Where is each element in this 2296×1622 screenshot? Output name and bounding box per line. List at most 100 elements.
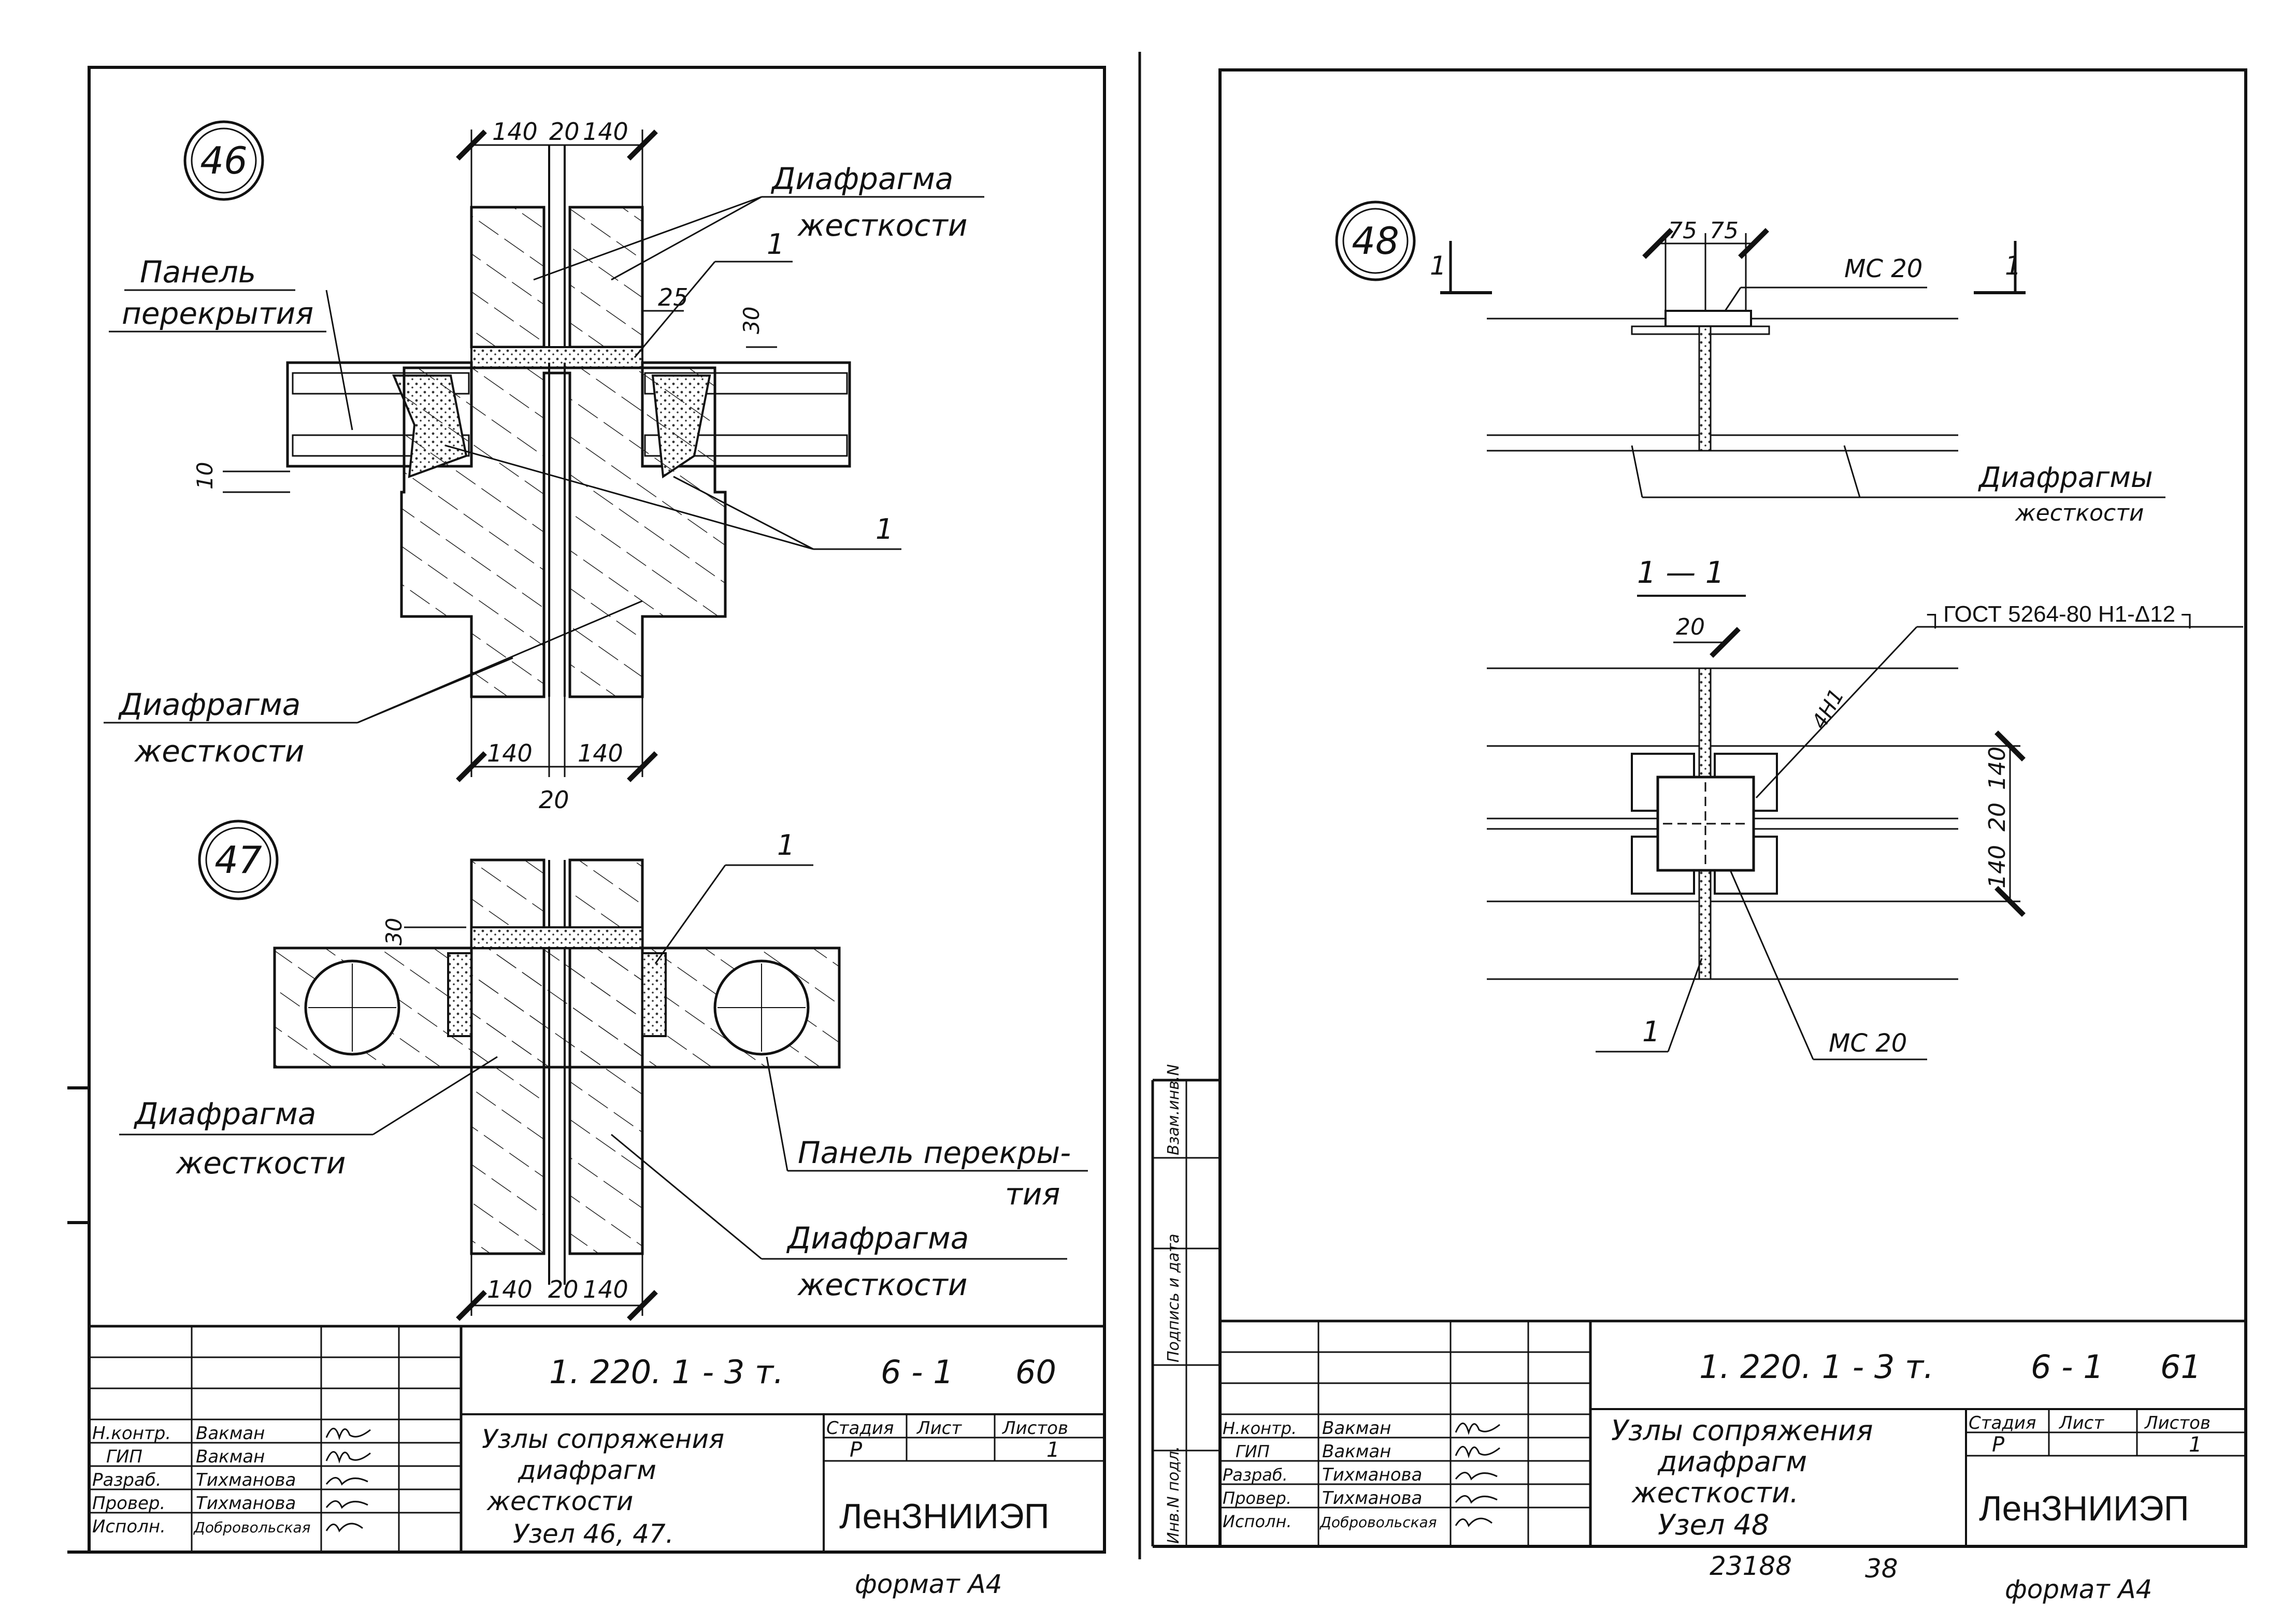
left-name-3: Тихманова: [196, 1470, 296, 1490]
left-value-sheets: 1: [1046, 1438, 1059, 1462]
node-48-dim-top-left: 75: [1668, 218, 1697, 244]
node-48-section-mark-left: 1: [1430, 251, 1446, 281]
left-header-stage: Стадия: [826, 1418, 894, 1439]
left-role-5: Исполн.: [92, 1516, 166, 1537]
right-signature-4: [1455, 1495, 1498, 1504]
node-48-dim-right-mid: 20: [1984, 802, 2011, 831]
node-46-label-diaphragm-top-2: жесткости: [797, 208, 968, 243]
node-48-plate-top: [1664, 310, 1752, 327]
right-doc-issue: 6 - 1: [2031, 1348, 2104, 1386]
node-46-dim-top-left: 140: [492, 118, 538, 146]
node-47-wall-left: [470, 858, 546, 1255]
node-47-label-diaphragm-right-2: жесткости: [797, 1267, 968, 1302]
node-47-wall-right: [568, 858, 644, 1255]
node-47-label-diaphragm-left-2: жесткости: [175, 1145, 346, 1181]
right-role-4: Провер.: [1223, 1488, 1292, 1508]
stamp-replace-inv: Взам.инв.N: [1165, 1064, 1183, 1155]
left-signature-1: [325, 1428, 371, 1441]
right-header-stage: Стадия: [1969, 1413, 2036, 1433]
left-signature-3: [325, 1477, 368, 1486]
left-doc-issue: 6 - 1: [881, 1353, 954, 1391]
node-48-marker: [1335, 200, 1416, 281]
node-48-joint-plan: [1698, 325, 1712, 452]
right-signature-3: [1455, 1472, 1498, 1481]
node-47-dim-right: 140: [583, 1275, 628, 1303]
node-47-callout-1: 1: [777, 829, 795, 862]
right-value-stage: Р: [1992, 1433, 2005, 1457]
node-48-dim-top-right: 75: [1710, 218, 1739, 244]
node-47-label-diaphragm-left-1: Диафрагма: [133, 1096, 316, 1131]
right-role-5: Исполн.: [1223, 1512, 1292, 1531]
node-46-dim-bottom-right: 140: [578, 739, 623, 767]
right-title-line-4: Узел 48: [1658, 1509, 1769, 1541]
right-doc-code: 1. 220. 1 - 3 т.: [1699, 1348, 1934, 1386]
archive-page: 38: [1865, 1554, 1898, 1584]
right-header-sheet: Лист: [2058, 1413, 2104, 1433]
node-48-section-mark-right: 1: [2005, 251, 2021, 281]
left-header-sheet: Лист: [916, 1418, 962, 1439]
right-sheet: Инв.N подл. Подпись и дата Взам.инв.N 48…: [1151, 68, 2247, 1604]
right-title-line-3: жесткости.: [1631, 1476, 1799, 1509]
node-46-label-diaphragm-bottom-2: жесткости: [134, 734, 305, 769]
node-47-marker: [198, 820, 279, 900]
node-46-wall-lower: [400, 366, 727, 698]
left-name-1: Вакман: [196, 1423, 265, 1444]
left-value-stage: Р: [850, 1438, 863, 1462]
node-46-dim-side: 10: [192, 462, 218, 490]
node-46-dim-top-mid: 20: [549, 118, 580, 146]
node-48-section-title: 1 — 1: [1637, 555, 1725, 590]
node-46-number: 46: [200, 139, 248, 182]
right-name-4: Тихманова: [1322, 1488, 1422, 1509]
left-title-line-1: Узлы сопряжения: [482, 1424, 724, 1454]
right-name-3: Тихманова: [1322, 1465, 1422, 1485]
left-role-3: Разраб.: [92, 1470, 162, 1490]
right-role-1: Н.контр.: [1223, 1418, 1297, 1438]
right-signature-1: [1455, 1423, 1500, 1436]
left-header-sheets: Листов: [1001, 1418, 1068, 1439]
node-46-wall-upper-right: [568, 206, 644, 349]
left-name-2: Вакман: [196, 1446, 265, 1467]
node-46-dim-bottom-gap: 20: [539, 786, 569, 814]
node-48-gost-label: ┐ГОСТ 5264-80 Н1-Δ12 ┐: [1927, 601, 2198, 629]
node-48-detail: 48 1 1 75 75 МС 20 Диафрагмы: [1335, 200, 2243, 1060]
node-47-key-right: [641, 952, 667, 1037]
left-title-line-3: жесткости: [486, 1486, 633, 1516]
left-sheet: 46 140 20 140: [67, 66, 1106, 1599]
node-46-detail: 46 140 20 140: [104, 118, 984, 814]
right-doc-page: 61: [2160, 1348, 2201, 1386]
node-47-number: 47: [214, 838, 262, 882]
left-title-line-2: диафрагм: [518, 1455, 656, 1485]
left-signature-5: [325, 1523, 363, 1532]
node-46-label-panel-2: перекрытия: [122, 296, 313, 331]
node-47-label-diaphragm-right-1: Диафрагма: [786, 1221, 969, 1256]
node-46-marker: [183, 120, 264, 201]
left-title-line-4: Узел 46, 47.: [513, 1519, 674, 1549]
right-org: ЛенЗНИИЭП: [1979, 1489, 2189, 1528]
stamp-inv-number: Инв.N подл.: [1165, 1446, 1183, 1544]
node-46-callout-1-top: 1: [767, 228, 784, 261]
node-47-label-panel-1: Панель перекры-: [798, 1135, 1071, 1170]
right-title-line-1: Узлы сопряжения: [1611, 1414, 1873, 1447]
node-47-label-panel-2: тия: [1005, 1176, 1060, 1212]
node-46-dim-top-right: 140: [583, 118, 628, 146]
right-signature-2: [1455, 1446, 1500, 1459]
left-title-block: Н.контр. ГИП Разраб. Провер. Исполн. Вак…: [89, 1325, 1104, 1552]
left-role-2: ГИП: [106, 1446, 142, 1467]
archive-number: 23188: [1710, 1551, 1792, 1581]
node-46-label-diaphragm-bottom-1: Диафрагма: [118, 687, 300, 722]
left-signature-2: [325, 1451, 371, 1464]
left-name-5: Добровольская: [193, 1519, 311, 1536]
node-48-number: 48: [1352, 219, 1399, 263]
right-format-label: формат А4: [2005, 1574, 2152, 1604]
node-46-wall-upper-left: [470, 206, 546, 349]
right-signature-5: [1455, 1517, 1493, 1527]
left-doc-page: 60: [1015, 1353, 1056, 1391]
node-48-dim-right-top: 140: [1984, 747, 2011, 790]
left-doc-code: 1. 220. 1 - 3 т.: [549, 1353, 784, 1391]
node-47-detail: 47 30 140 20 140 1: [119, 820, 1088, 1321]
node-46-dim-bottom-left: 140: [487, 739, 533, 767]
node-46-dim-30: 30: [739, 307, 764, 334]
node-48-label-mc20-top: МС 20: [1844, 254, 1922, 283]
node-48-dim-right-bottom: 140: [1984, 845, 2011, 888]
